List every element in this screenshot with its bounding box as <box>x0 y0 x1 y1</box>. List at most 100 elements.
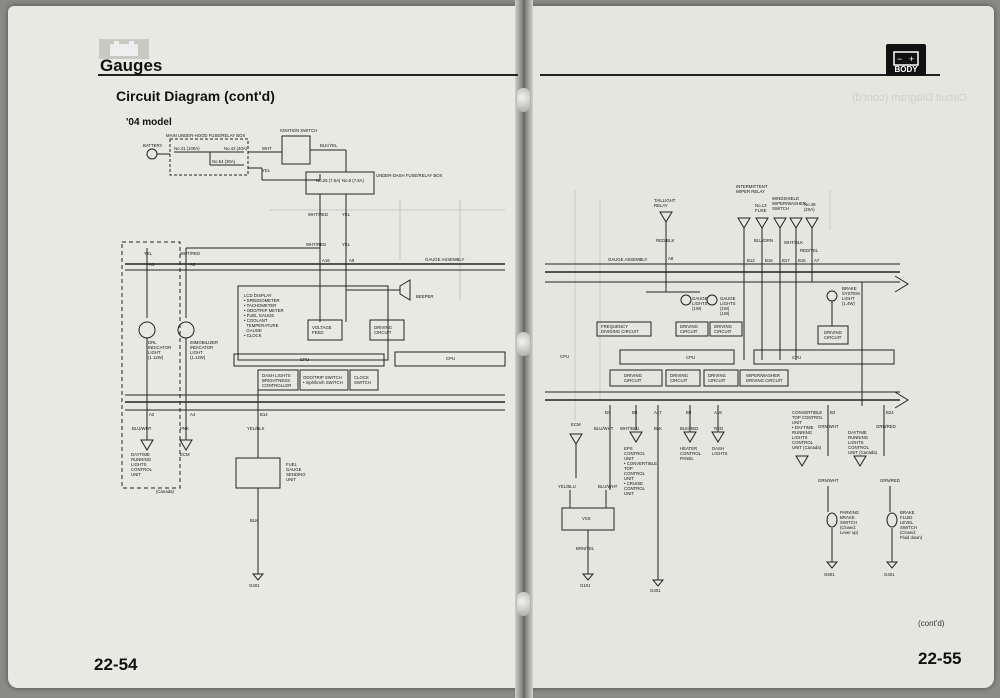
label-wire-pnk: PNK <box>180 426 189 431</box>
label-wire-wht-red: WHT/RED <box>306 242 327 247</box>
svg-text:−: − <box>897 54 902 64</box>
label-wire-red-blk: RED/BLK <box>656 238 675 243</box>
label-driving-circuit: DRIVING CIRCUIT <box>824 330 842 340</box>
label-wire-wht-blu: WHT/BLU <box>620 426 640 431</box>
label-wire-wht-red: WHT/RED <box>180 251 201 256</box>
label-driving-circuit: DRIVING CIRCUIT <box>714 324 732 334</box>
label-pin-a9: A9 <box>349 258 355 263</box>
label-wire-yel: YEL <box>144 251 153 256</box>
binding-ring <box>517 592 530 616</box>
label-cpu: CPU <box>446 356 456 361</box>
label-wire-blk: BLK <box>654 426 663 431</box>
label-pin-b8: B8 <box>632 410 638 415</box>
label-vss: VSS <box>582 516 591 521</box>
left-page <box>8 6 518 688</box>
label-pin-b3: B3 <box>830 410 836 415</box>
label-wire-brn-yel: BRN/YEL <box>576 546 595 551</box>
label-gauge-assembly: GAUGE ASSEMBLY <box>608 257 648 262</box>
label-pin-a8: A8 <box>668 256 674 261</box>
label-pin-a17: A17 <box>654 410 662 415</box>
label-ground-g401: G401 <box>884 572 895 577</box>
label-driving-circuit: DRIVING CIRCUIT <box>374 325 392 335</box>
label-taillight-relay: TAILLIGHT RELAY <box>654 198 676 208</box>
label-ground-g401: G401 <box>650 588 661 593</box>
label-beeper: BEEPER <box>416 294 434 299</box>
label-underdash-box: UNDER-DASH FUSE/RELAY BOX <box>376 173 443 178</box>
label-pin-a7: A7 <box>814 258 820 263</box>
label-gauge-assembly: GAUGE ASSEMBLY <box>425 257 465 262</box>
page-number-right: 22-55 <box>918 649 962 668</box>
label-wire-grn-wht: GRN/WHT <box>818 424 839 429</box>
label-pin-b12: B12 <box>747 258 755 263</box>
label-brake-fluid-switch: BRAKE FLUID LEVEL SWITCH (Closed: Fluid … <box>900 510 923 540</box>
label-intermittent-relay: INTERMITTENT WIPER RELAY <box>736 184 768 194</box>
label-pin-b9: B9 <box>686 410 692 415</box>
label-ground-g601: G601 <box>824 572 835 577</box>
label-wire-yel: YEL <box>342 212 351 217</box>
label-drl-control-unit: DAYTIME RUNNING LIGHTS CONTROL UNIT <box>131 452 153 477</box>
label-wire-red: RED <box>714 426 724 431</box>
label-fuse-48: No.48 (20A) <box>804 202 816 212</box>
label-wire-yel: YEL <box>262 168 271 173</box>
label-wire-blu-grn: BLU/GRN <box>754 238 774 243</box>
bleed-through-text: Circuit Diagram (cont'd) <box>852 92 968 104</box>
label-wire-grn-red: GRN/RED <box>880 478 900 483</box>
label-wire-grn-red: GRN/RED <box>876 424 896 429</box>
label-windshield-switch: WINDSHIELD WIPER/WASHER SWITCH <box>772 196 806 211</box>
model-label: '04 model <box>126 117 172 128</box>
label-ignition-switch: IGNITION SWITCH <box>280 128 318 133</box>
body-section-badge: − + BODY <box>886 44 926 76</box>
label-wire-red-yel: RED/YEL <box>800 248 819 253</box>
label-gauge-lights: GAUGE LIGHTS (1W) <box>692 296 708 311</box>
label-wire-wht-red: WHT/RED <box>308 212 329 217</box>
label-pin-b15: B15 <box>798 258 806 263</box>
label-odo-trip-switch: ODO/TRIP SWITCH • mph/km/h SWITCH <box>303 375 343 385</box>
label-wire-blk-yel: BLK/YEL <box>320 143 338 148</box>
label-wire-yel-blu: YEL/BLU <box>558 484 576 489</box>
label-pin-b24: B24 <box>886 410 894 415</box>
label-wire-blu-wht: BLU/WHT <box>598 484 618 489</box>
right-page <box>528 6 994 688</box>
label-brake-system-light: BRAKE SYSTEM LIGHT (1.4W) <box>842 286 860 306</box>
label-pin-a1: A1 <box>149 262 155 267</box>
label-dash-lights: DASH LIGHTS <box>712 446 728 456</box>
label-wire-blk-red: BLK/RED <box>680 426 699 431</box>
label-wire-wht-blk: WHT/BLK <box>784 240 804 245</box>
label-wire-grn-wht: GRN/WHT <box>818 478 839 483</box>
subtitle: Circuit Diagram (cont'd) <box>116 88 275 104</box>
label-lcd-display: LCD DISPLAY • SPEEDOMETER • TACHOMETER •… <box>244 293 284 338</box>
label-drl-indicator: DRL INDICATOR LIGHT (1.12W) <box>148 340 172 360</box>
label-gauge-lights: GAUGE LIGHTS (1W) (1W) <box>720 296 736 316</box>
label-ecm: ECM <box>571 422 581 427</box>
label-eps-control-unit: EPS CONTROL UNIT • CONVERTIBLE TOP CONTR… <box>624 446 657 496</box>
label-fuse-41: No.41 (100A) <box>174 146 200 151</box>
label-pin-a18: A18 <box>714 410 722 415</box>
label-heater-control-panel: HEATER CONTROL PANEL <box>680 446 702 461</box>
label-ground-g401: G401 <box>249 583 260 588</box>
label-pin-b14: B14 <box>260 412 268 417</box>
label-pin-b16: B16 <box>765 258 773 263</box>
label-pin-b7: B7 <box>605 410 611 415</box>
label-wire-blu-wht: BLU/WHT <box>132 426 152 431</box>
label-driving-circuit: DRIVING CIRCUIT <box>624 373 642 383</box>
label-fuse-54: No.54 (30A) <box>212 159 236 164</box>
label-parking-brake-switch: PARKING BRAKE SWITCH (Closed: Lever up) <box>840 510 860 535</box>
label-frequency-dividing: FREQUENCY DIVIDING CIRCUIT <box>601 324 639 334</box>
battery-icon: − + <box>893 51 919 66</box>
label-fuse-42: No.42 (40A) <box>224 146 248 151</box>
continued-label: (cont'd) <box>918 619 945 628</box>
label-wire-yel-blk: YEL/BLK <box>247 426 265 431</box>
label-cpu: CPU <box>686 355 696 360</box>
section-title: Gauges <box>100 56 163 75</box>
label-dash-lights-controller: DASH LIGHTS BRIGHTNESS CONTROLLER <box>262 373 292 388</box>
label-driving-circuit: DRIVING CIRCUIT <box>708 373 726 383</box>
label-pin-a16: A16 <box>322 258 330 263</box>
label-battery: BATTERY <box>143 143 163 148</box>
label-drl-control-unit: DAYTIME RUNNING LIGHTS CONTROL UNIT (Can… <box>848 430 878 455</box>
label-ground-g101: G101 <box>580 583 591 588</box>
label-convertible-top-unit: CONVERTIBLE TOP CONTROL UNIT • DAYTIME R… <box>792 410 823 450</box>
label-clock-switch: CLOCK SWITCH <box>354 375 371 385</box>
label-ecm: ECM <box>180 452 190 457</box>
battery-icon <box>99 39 149 59</box>
label-fuse-9: No.9 (7.5A) <box>342 178 364 183</box>
